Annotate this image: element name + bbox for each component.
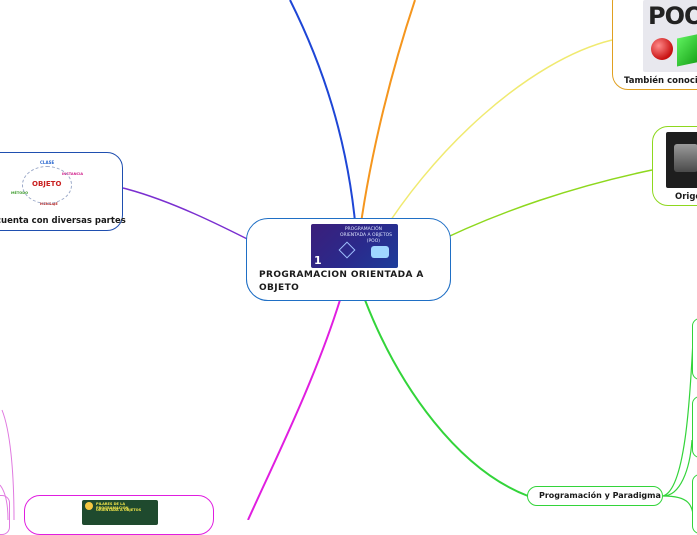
connector-partes (122, 187, 266, 249)
central-topic-title: PROGRAMACION ORIENTADA A OBJETO (259, 269, 439, 295)
central-image-line3: (POO) (366, 239, 380, 244)
partes-cycle-ring (22, 166, 72, 204)
central-image-line1: PROGRAMACIÓN (344, 227, 382, 232)
partes-top-word: CLASE (40, 160, 55, 165)
branch-paradigma-label: Programación y Paradigma (539, 491, 661, 500)
pilares-image-line2: ORIENTADA A OBJETOS (96, 508, 142, 512)
paradigma-subnode-3[interactable] (692, 474, 697, 534)
pilares-subnode-left[interactable] (0, 495, 10, 535)
pilares-image-line1: PILARES DE LA PROGRAMACIÓN (96, 502, 129, 510)
connector-orange (357, 0, 416, 246)
partes-image: CLASE INSTANCIA OBJETO MÉTODO MENSAJE (8, 158, 84, 208)
origen-image (666, 132, 697, 188)
partes-left-word: MÉTODO (11, 191, 29, 195)
connector-paradigma-sub (662, 339, 695, 520)
partes-right-word: INSTANCIA (62, 172, 84, 176)
pilares-bubble-icon (85, 502, 93, 510)
branch-partes-label: cuenta con diversas partes (0, 216, 126, 226)
connector-paradigma (364, 299, 529, 497)
robot-icons (371, 246, 389, 258)
branch-conocida-label: También conocida (624, 76, 697, 86)
paradigma-subnode-1[interactable] (692, 318, 697, 380)
central-image-number: 1 (314, 254, 322, 267)
branch-paradigma-node[interactable]: Programación y Paradigma (527, 486, 663, 506)
central-title-text: PROGRAMACION ORIENTADA A OBJETO (259, 270, 424, 293)
branch-origen-label: Origen (675, 192, 697, 202)
green-cube-icon (677, 33, 697, 67)
connector-origen (424, 169, 653, 249)
conocida-image: POO (643, 0, 697, 72)
mind-map-canvas (0, 0, 695, 520)
partes-bottom-word: MENSAJE (40, 202, 58, 206)
red-sphere-icon (651, 38, 673, 60)
origen-photo (674, 144, 697, 172)
paradigma-subnode-2[interactable] (692, 396, 697, 458)
pilares-image: PILARES DE LA PROGRAMACIÓN ORIENTADA A O… (82, 500, 158, 525)
poo-logo-text: POO (648, 2, 697, 30)
central-topic-image: PROGRAMACIÓN ORIENTADA A OBJETOS (POO) 1 (311, 224, 398, 268)
connector-blue (289, 0, 358, 246)
connector-pilares (247, 299, 341, 520)
cube-icon (338, 241, 356, 259)
central-image-line2: ORIENTADA A OBJETOS (339, 233, 392, 238)
connector-conocida (371, 39, 613, 251)
